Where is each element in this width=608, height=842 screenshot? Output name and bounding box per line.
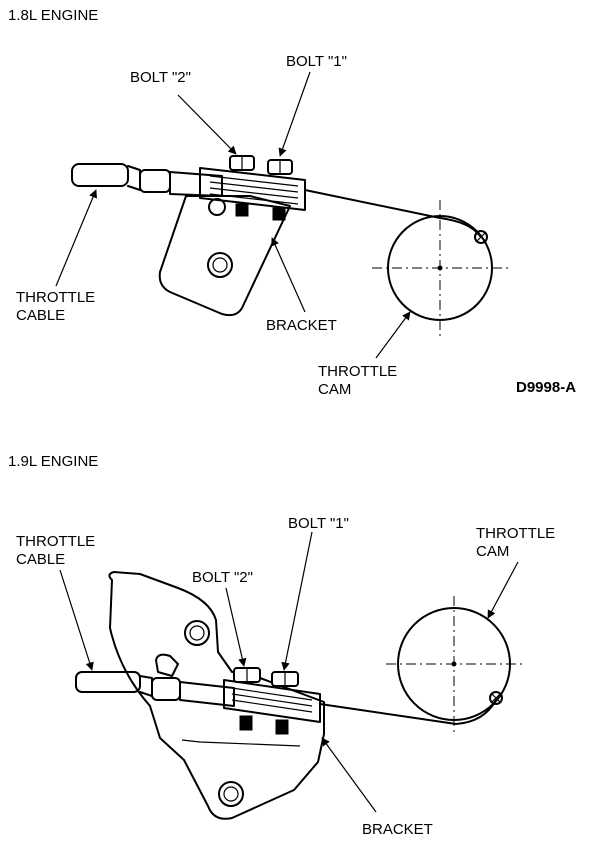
diagram-2-cable-clamp <box>223 679 321 723</box>
diagram-2-throttle-cam-label-line2: CAM <box>476 543 509 560</box>
diagram-1-8l-engine: 1.8L ENGINE <box>8 7 576 398</box>
diagram-1-bracket-hole <box>207 252 233 278</box>
diagram-1-throttle-cam-label-line1: THROTTLE <box>318 363 397 380</box>
diagram-1-title: 1.8L ENGINE <box>8 7 98 24</box>
diagram-2-bracket-hole-lower <box>218 781 244 807</box>
diagram-1-bracket-label: BRACKET <box>266 317 337 334</box>
diagram-1-inner-cable <box>304 189 481 237</box>
diagram-2-throttle-cable-label-line1: THROTTLE <box>16 533 95 550</box>
diagram-1-9l-engine: 1.9L ENGINE <box>8 453 555 838</box>
diagram-1-figure-code: D9998-A <box>516 379 576 396</box>
diagram-1-throttle-cam-label-line2: CAM <box>318 381 351 398</box>
diagram-2-title: 1.9L ENGINE <box>8 453 98 470</box>
diagram-1-cable-housing <box>169 171 223 197</box>
diagram-1-cam-pin <box>474 230 488 244</box>
diagram-1-bolt-1-label: BOLT "1" <box>286 53 347 70</box>
diagram-2-cable-end <box>75 671 141 693</box>
diagram-2-throttle-cable-label-line2: CABLE <box>16 551 65 568</box>
diagram-2-cam-pin <box>489 691 503 705</box>
diagram-2-bracket-plate <box>108 571 325 820</box>
diagram-2-bracket-hole-upper <box>184 620 210 646</box>
diagram-2-throttle-cam-label-line1: THROTTLE <box>476 525 555 542</box>
diagram-2-cable-housing <box>179 681 235 707</box>
diagram-2-bolt-2-label: BOLT "2" <box>192 569 253 586</box>
diagram-2-bolt-1-label: BOLT "1" <box>288 515 349 532</box>
diagram-1-bolt-2 <box>229 155 255 217</box>
diagram-1-cable-end <box>71 163 129 187</box>
diagram-1-bracket-plate <box>158 195 291 317</box>
diagram-1-bolt-2-label: BOLT "2" <box>130 69 191 86</box>
diagram-2-bracket-label: BRACKET <box>362 821 433 838</box>
diagram-2-inner-cable <box>319 699 497 725</box>
diagram-2-bolt-2 <box>233 667 261 731</box>
diagram-1-throttle-cable-label-line1: THROTTLE <box>16 289 95 306</box>
diagram-2-bracket-slot <box>155 653 179 677</box>
diagram-2-bolt-1 <box>271 671 299 735</box>
diagram-1-throttle-cable-label-line2: CABLE <box>16 307 65 324</box>
diagram-1-bolt-1 <box>267 159 293 221</box>
diagram-1-cable-clamp <box>199 167 306 211</box>
